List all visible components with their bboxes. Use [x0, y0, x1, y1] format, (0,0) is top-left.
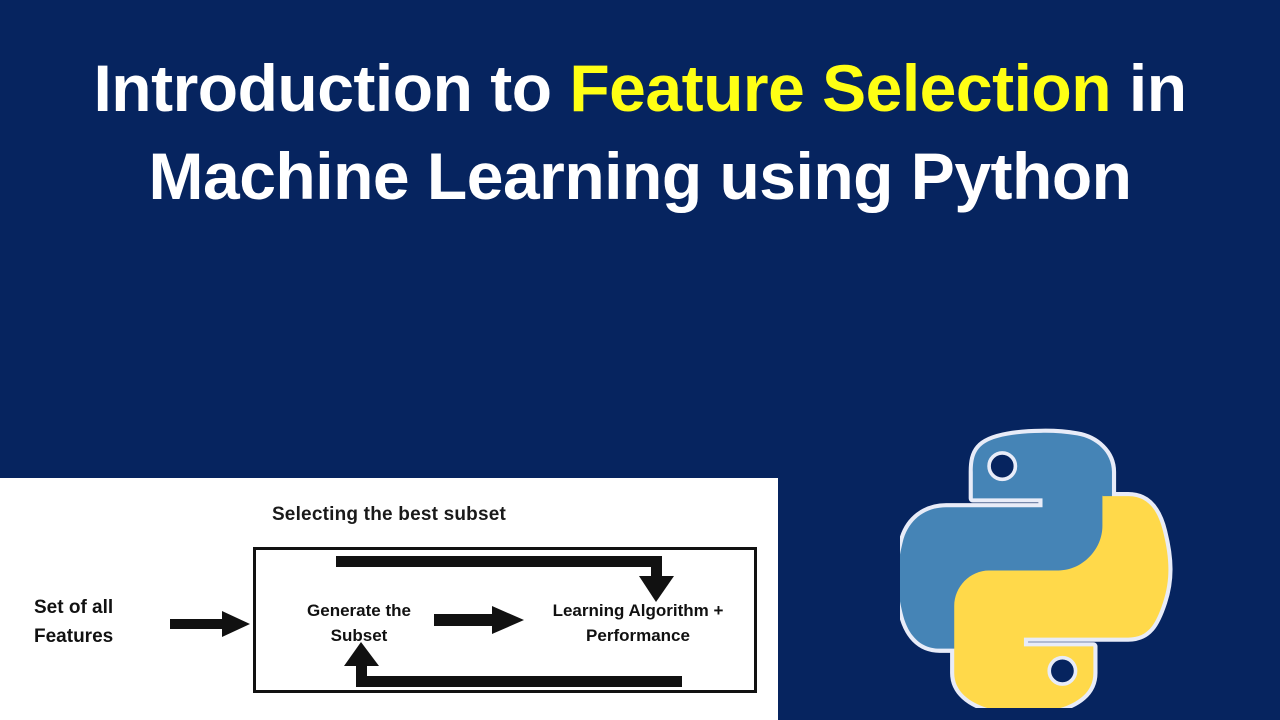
page-title: Introduction to Feature Selection in Mac… — [0, 44, 1280, 220]
learning-algorithm-line1: Learning Algorithm + — [552, 601, 724, 620]
python-logo-blue-snake — [900, 432, 1112, 649]
generate-subset-line1: Generate the — [307, 601, 411, 620]
generate-subset-line2: Subset — [330, 626, 388, 645]
title-line-2: Machine Learning using Python — [148, 139, 1132, 213]
python-logo-blue-eye — [989, 452, 1016, 480]
feedback-arrow-top — [336, 556, 674, 602]
title-line1-part1: Introduction to — [93, 51, 570, 125]
title-highlight: Feature Selection — [569, 51, 1112, 125]
learning-algorithm-node: Learning Algorithm + Performance — [518, 598, 758, 648]
python-logo — [900, 428, 1173, 708]
python-logo-yellow-snake — [954, 495, 1169, 708]
input-label-line1: Set of all — [34, 597, 114, 618]
python-logo-yellow-eye — [1049, 657, 1076, 685]
title-line1-part2: in — [1111, 51, 1187, 125]
generate-subset-node: Generate the Subset — [264, 598, 454, 648]
diagram-input-label: Set of all Features — [34, 593, 214, 651]
feature-selection-diagram-panel: Selecting the best subset Set of all Fea… — [0, 478, 778, 720]
arrow-generate-to-learning — [434, 606, 524, 634]
subset-evaluation-box: Generate the Subset Learning Algorithm +… — [253, 547, 757, 693]
arrow-input-to-box — [170, 611, 250, 637]
learning-algorithm-line2: Performance — [586, 626, 690, 645]
input-label-line2: Features — [34, 626, 114, 647]
feedback-arrow-bottom — [344, 642, 682, 687]
diagram-heading: Selecting the best subset — [271, 504, 507, 525]
title-line-1: Introduction to Feature Selection in — [0, 44, 1280, 132]
